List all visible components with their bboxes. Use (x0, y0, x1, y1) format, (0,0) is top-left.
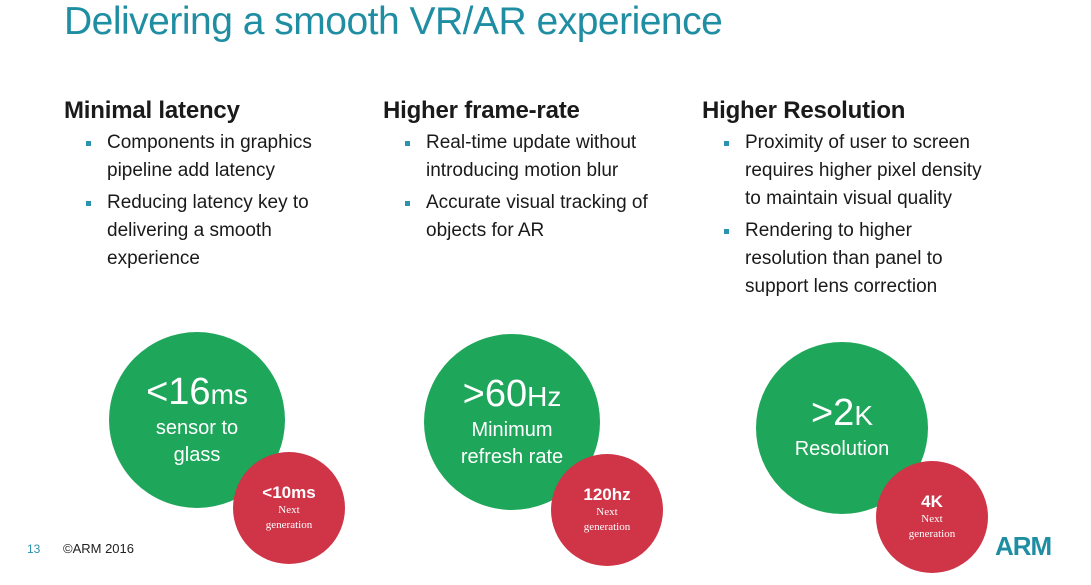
latency-target-circle: <16ms sensor to glass (109, 332, 285, 508)
square-bullet-icon (405, 201, 410, 206)
metric-value: 4K (921, 492, 943, 511)
column-heading: Higher frame-rate (383, 97, 580, 124)
bullet-item: Proximity of user to screen requires hig… (724, 129, 992, 213)
metric-label: generation (583, 521, 631, 533)
page-number: 13 (27, 542, 41, 556)
bullet-item: Components in graphics pipeline add late… (86, 129, 364, 185)
column-higher-frame-rate: Higher frame-rate Real-time update witho… (383, 97, 683, 249)
bullet-text: Components in graphics pipeline add late… (107, 132, 312, 181)
bullet-item: Reducing latency key to delivering a smo… (86, 189, 364, 273)
arm-logo: ARM (995, 531, 1052, 561)
metric-label: Minimum (471, 418, 553, 441)
bullet-list: Components in graphics pipeline add late… (64, 129, 364, 273)
bullet-item: Real-time update without introducing mot… (405, 129, 683, 185)
metric-value: <10ms (262, 483, 316, 502)
metric-label: generation (908, 528, 956, 540)
column-heading: Minimal latency (64, 97, 240, 124)
bullet-text: Real-time update without introducing mot… (426, 132, 637, 181)
bullet-item: Rendering to higher resolution than pane… (724, 217, 992, 301)
metric-label: generation (265, 519, 313, 531)
bullet-list: Real-time update without introducing mot… (383, 129, 683, 245)
column-heading: Higher Resolution (702, 97, 906, 124)
metric-value: <16ms (146, 370, 248, 413)
metric-value: >2K (810, 392, 873, 434)
metric-label: Next (278, 504, 300, 516)
square-bullet-icon (405, 141, 410, 146)
resolution-next-gen-circle: 4K Next generation (876, 461, 988, 573)
column-higher-resolution: Higher Resolution Proximity of user to s… (702, 97, 992, 305)
metric-label: Resolution (794, 438, 890, 460)
slide-title: Delivering a smooth VR/AR experience (64, 0, 723, 43)
metric-label: Next (596, 506, 618, 518)
copyright: ©ARM 2016 (63, 541, 134, 556)
square-bullet-icon (86, 141, 91, 146)
column-minimal-latency: Minimal latency Components in graphics p… (64, 97, 364, 277)
metric-label: refresh rate (460, 445, 564, 468)
square-bullet-icon (724, 229, 729, 234)
framerate-next-gen-circle: 120hz Next generation (551, 454, 663, 566)
metric-value: 120hz (583, 485, 631, 504)
bullet-text: Rendering to higher resolution than pane… (745, 220, 943, 297)
bullet-text: Reducing latency key to delivering a smo… (107, 192, 309, 269)
square-bullet-icon (86, 201, 91, 206)
square-bullet-icon (724, 141, 729, 146)
framerate-target-circle: >60Hz Minimum refresh rate (424, 334, 600, 510)
bullet-text: Proximity of user to screen requires hig… (745, 132, 982, 209)
bullet-text: Accurate visual tracking of objects for … (426, 192, 648, 241)
metric-label: glass (173, 443, 221, 466)
bullet-list: Proximity of user to screen requires hig… (702, 129, 992, 301)
metric-label: sensor to (155, 416, 239, 439)
latency-next-gen-circle: <10ms Next generation (233, 452, 345, 564)
metric-value: >60Hz (462, 372, 562, 415)
bullet-item: Accurate visual tracking of objects for … (405, 189, 683, 245)
metric-label: Next (921, 513, 943, 525)
